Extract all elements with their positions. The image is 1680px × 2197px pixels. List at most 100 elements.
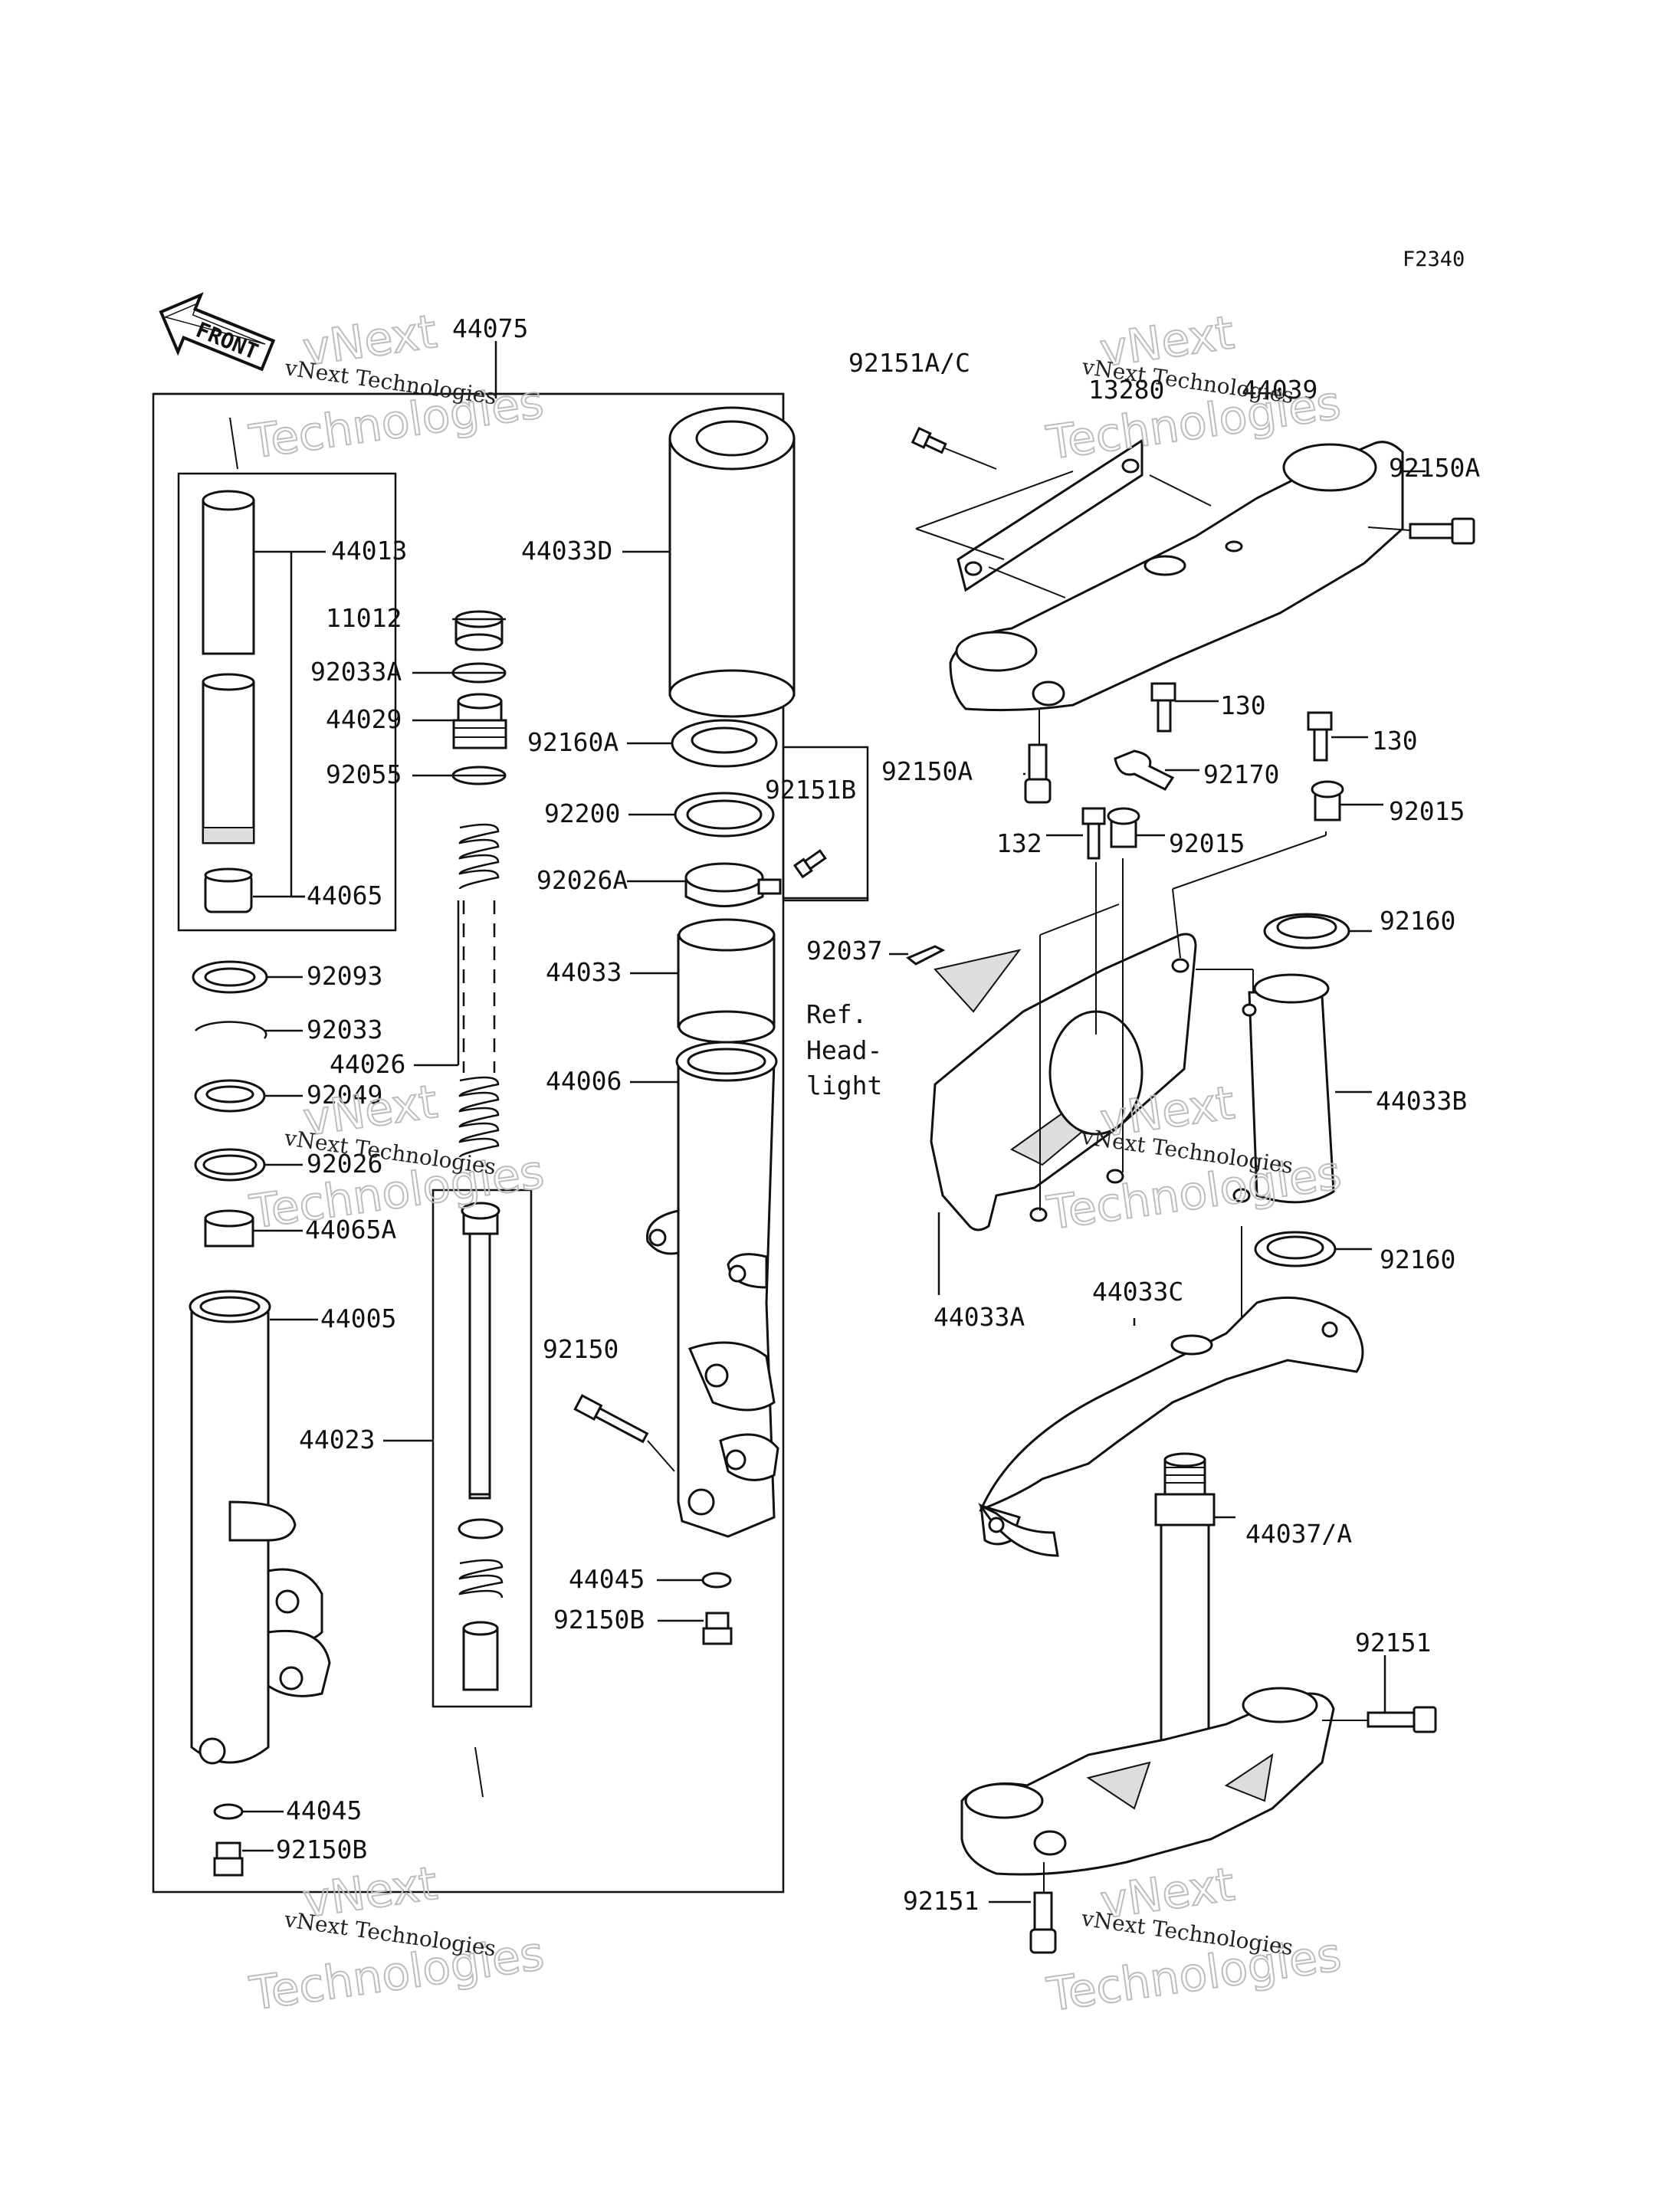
callout-44033B: 44033B (1376, 1086, 1467, 1116)
callout-44026: 44026 (330, 1049, 405, 1079)
callout-92150A-upper: 92150A (1389, 453, 1480, 483)
top-bracket-plate-part (956, 438, 1144, 592)
svg-text:light: light (806, 1071, 882, 1100)
callout-92015-b: 92015 (1169, 828, 1245, 858)
collar-a-part (1311, 780, 1344, 821)
callout-92200: 92200 (544, 798, 620, 828)
callout-labels: 44075 44013 11012 92033A 44029 92055 440… (276, 313, 1480, 1916)
front-arrow-icon: FRONT (159, 292, 276, 372)
leader-lines (242, 341, 1426, 1904)
callout-92055: 92055 (326, 759, 402, 789)
callout-44013: 44013 (331, 536, 407, 566)
callout-92160A: 92160A (527, 727, 619, 757)
lower-triple-clamp-part (960, 1687, 1335, 1876)
callout-92170: 92170 (1203, 759, 1279, 789)
outer-fork-tube-right-part (646, 1041, 779, 1538)
socket-bolt-right-part (702, 1612, 733, 1645)
hex-bolt-130-b-part (1307, 711, 1333, 762)
small-screw-part (792, 849, 827, 879)
hex-bolt-132-part (1081, 807, 1106, 860)
callout-92037: 92037 (806, 936, 882, 966)
upper-fork-cover-part (668, 406, 796, 718)
callout-44033C: 44033C (1092, 1277, 1183, 1307)
callout-44039: 44039 (1242, 375, 1317, 405)
callout-92151-b: 92151 (903, 1886, 979, 1916)
callout-44033: 44033 (546, 957, 622, 987)
clamp-bolt-lower-part (1024, 743, 1052, 804)
fork-spring-part (458, 823, 500, 1158)
clamp-band-part (684, 862, 782, 907)
callout-44006: 44006 (546, 1066, 622, 1096)
washer-small-part (213, 1803, 244, 1820)
callout-92033A: 92033A (310, 657, 402, 687)
washer-part (194, 1148, 266, 1182)
callout-92150B-right: 92150B (553, 1605, 645, 1635)
fork-cover-left-part (930, 933, 1197, 1231)
rubber-cap-part (454, 610, 504, 651)
washer-small-right-part (701, 1572, 732, 1589)
callout-44065: 44065 (307, 880, 382, 910)
callout-92033: 92033 (307, 1015, 382, 1044)
callout-130-b: 130 (1372, 726, 1418, 756)
plate-screw-part (911, 426, 947, 454)
headlight-reference-note: Ref. Head- light (806, 999, 882, 1100)
svg-text:Head-: Head- (806, 1035, 882, 1065)
fork-cover-right-part (1232, 973, 1335, 1204)
callout-92150: 92150 (543, 1334, 619, 1364)
callout-92026A: 92026A (536, 865, 628, 895)
axle-clamp-bolt-part (573, 1394, 649, 1444)
cover-guide-part (671, 719, 778, 768)
cover-seal-upper-part (1263, 913, 1350, 949)
callout-92093: 92093 (307, 961, 382, 991)
bushing-part (204, 1209, 254, 1248)
damper-rod-sub-box (431, 1189, 533, 1708)
callout-92151-a: 92151 (1355, 1628, 1431, 1658)
callout-44075: 44075 (452, 313, 528, 343)
hex-bolt-130-a-part (1150, 682, 1176, 733)
callout-92160-lower: 92160 (1380, 1244, 1455, 1274)
callout-44037A: 44037/A (1245, 1519, 1352, 1549)
socket-bolt-part (213, 1841, 244, 1877)
callout-44005: 44005 (320, 1303, 396, 1333)
lower-clamp-bolt-b-part (1029, 1891, 1057, 1954)
callout-44065A: 44065A (305, 1215, 396, 1244)
lower-clamp-bolt-a-part (1367, 1706, 1437, 1733)
lower-fork-cover-part (677, 918, 776, 1044)
upper-triple-clamp-part (949, 441, 1404, 712)
bracket-cover-part (977, 1296, 1364, 1557)
callout-92151B: 92151B (765, 775, 856, 805)
callout-11012: 11012 (326, 603, 402, 633)
callout-132: 132 (996, 828, 1042, 858)
fork-tube-sub-box (177, 472, 397, 932)
callout-44023: 44023 (299, 1425, 375, 1454)
callout-44045-right: 44045 (569, 1564, 645, 1594)
outer-fork-tube-part (189, 1290, 331, 1765)
damper-rod-part (458, 1202, 504, 1691)
left-fork-group-box (152, 392, 785, 1894)
callout-92160-upper: 92160 (1380, 906, 1455, 936)
callout-44033D: 44033D (521, 536, 612, 566)
callout-13280: 13280 (1088, 375, 1164, 405)
cover-seal-lower-part (1254, 1231, 1337, 1267)
figure-code: F2340 (1403, 248, 1465, 271)
cable-clamp-part (1114, 749, 1175, 791)
collar-b-part (1107, 807, 1140, 848)
oil-seal-2-part (194, 1079, 266, 1113)
retaining-clip-part (195, 1021, 267, 1039)
headlight-clip-part (906, 945, 946, 966)
callout-92026: 92026 (307, 1149, 382, 1179)
callout-92151A-C: 92151A/C (848, 348, 970, 378)
washer-large-part (674, 792, 775, 838)
callout-92049: 92049 (307, 1080, 382, 1110)
callout-92150A-lower: 92150A (881, 756, 973, 786)
callout-44033A: 44033A (934, 1302, 1025, 1332)
callout-130-a: 130 (1220, 690, 1266, 720)
oil-seal-part (192, 960, 268, 994)
callout-92150B-left: 92150B (276, 1835, 367, 1864)
fork-tube-part (202, 490, 255, 913)
callout-44029: 44029 (326, 704, 402, 734)
clamp-bolt-upper-part (1409, 517, 1475, 545)
callout-44045-left: 44045 (286, 1795, 362, 1825)
callout-92015-a: 92015 (1389, 796, 1465, 826)
